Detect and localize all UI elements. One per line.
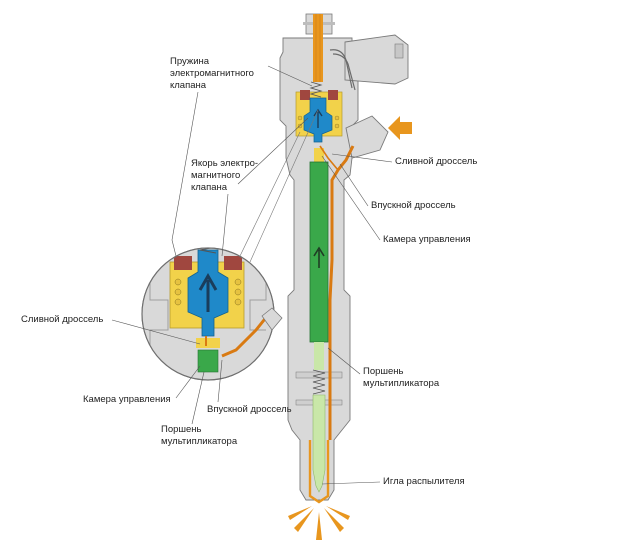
label-armature: Якорь электро- магнитного клапана — [191, 158, 258, 193]
label-control-chamber-left: Камера управления — [83, 394, 171, 405]
label-piston-right: Поршень мультипликатора — [363, 366, 440, 389]
solenoid-valve — [295, 81, 343, 143]
up-arrow-detail-icon — [198, 272, 218, 312]
nozzle-needle — [312, 394, 326, 493]
label-piston-left: Поршень мультипликатора — [161, 424, 238, 447]
svg-text:Пружина: Пружина — [170, 56, 210, 67]
label-drain-throttle-left: Сливной дроссель — [21, 314, 103, 325]
label-spring: Пружина электромагнитного клапана — [170, 56, 254, 91]
fuel-line-main — [328, 145, 355, 440]
svg-text:Поршень: Поршень — [363, 366, 404, 377]
spray-icon — [288, 506, 350, 540]
svg-text:клапана: клапана — [170, 80, 207, 91]
svg-text:магнитного: магнитного — [191, 170, 240, 181]
label-inlet-throttle-left: Впускной дроссель — [207, 404, 292, 415]
control-chamber-main — [314, 148, 324, 162]
injector-body — [279, 13, 409, 501]
top-fuel-bore — [313, 14, 323, 82]
svg-text:клапана: клапана — [191, 182, 228, 193]
label-control-chamber-right: Камера управления — [383, 234, 471, 245]
svg-text:Якорь электро-: Якорь электро- — [191, 158, 258, 169]
label-drain-throttle-right: Сливной дроссель — [395, 156, 477, 167]
detail-view — [141, 247, 283, 381]
svg-text:мультипликатора: мультипликатора — [363, 378, 440, 389]
label-inlet-throttle-right: Впускной дроссель — [371, 200, 456, 211]
svg-text:электромагнитного: электромагнитного — [170, 68, 254, 79]
label-needle: Игла распылителя — [383, 476, 465, 487]
up-arrow-icon — [313, 246, 325, 268]
svg-text:Поршень: Поршень — [161, 424, 202, 435]
svg-text:мультипликатора: мультипликатора — [161, 436, 238, 447]
arrow-right-icon — [388, 116, 412, 140]
